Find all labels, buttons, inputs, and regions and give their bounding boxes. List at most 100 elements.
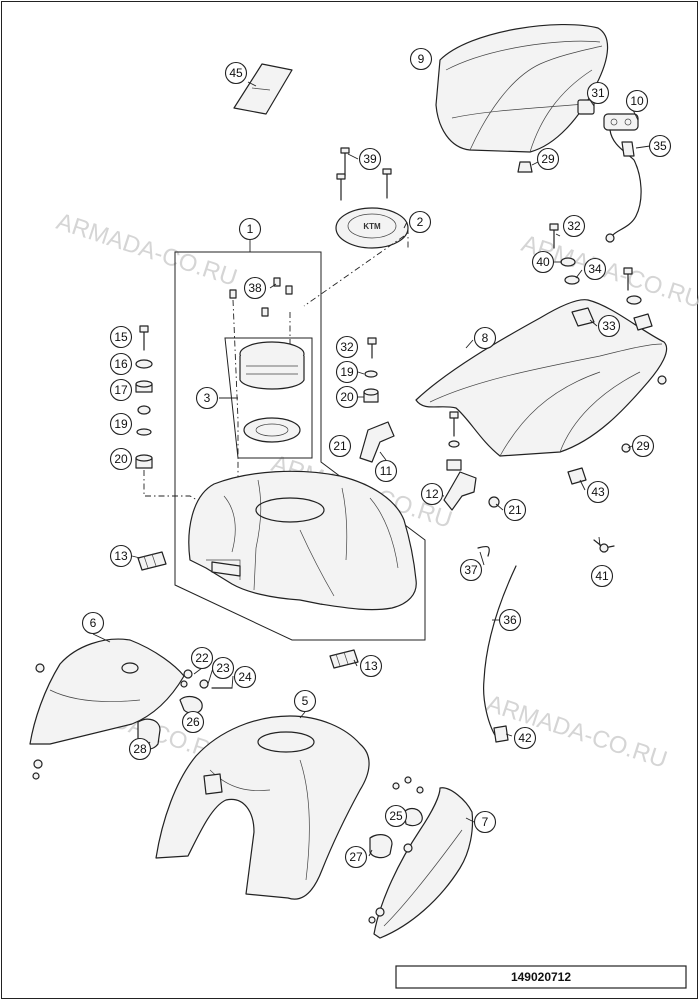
svg-text:31: 31 [591, 86, 605, 100]
callout-13: 13 [109, 544, 133, 568]
svg-text:21: 21 [333, 439, 347, 453]
svg-text:23: 23 [216, 661, 230, 675]
callout-13: 13 [359, 654, 383, 678]
callout-21: 21 [328, 434, 352, 458]
callout-19: 19 [335, 360, 359, 384]
svg-text:19: 19 [340, 365, 354, 379]
svg-text:2: 2 [417, 215, 424, 229]
svg-text:3: 3 [204, 391, 211, 405]
part-43 [567, 467, 587, 485]
callout-20: 20 [109, 447, 133, 471]
side-cover-part-6 [29, 638, 185, 780]
svg-text:20: 20 [114, 452, 128, 466]
bracket-part-12 [443, 411, 500, 511]
svg-text:1: 1 [247, 222, 254, 236]
svg-text:24: 24 [238, 670, 252, 684]
svg-text:43: 43 [591, 485, 605, 499]
callout-26: 26 [181, 710, 205, 734]
svg-text:13: 13 [364, 659, 378, 673]
svg-text:13: 13 [114, 549, 128, 563]
callout-25: 25 [384, 804, 408, 828]
tank-cover-part-5 [155, 715, 370, 900]
svg-text:36: 36 [503, 613, 517, 627]
svg-text:25: 25 [389, 809, 403, 823]
callout-21: 21 [503, 498, 527, 522]
svg-text:26: 26 [186, 715, 200, 729]
callout-17: 17 [109, 378, 133, 402]
callout-1: 1 [238, 217, 262, 241]
svg-text:7: 7 [482, 815, 489, 829]
fuel-cap-part-2: KTM [335, 207, 409, 249]
svg-text:27: 27 [349, 850, 363, 864]
side-cover-part-7 [368, 776, 474, 939]
callout-45: 45 [224, 61, 248, 85]
rubber-pad-part-13 [329, 649, 359, 669]
callout-5: 5 [293, 689, 317, 713]
callout-39: 39 [358, 147, 382, 171]
hardware-stack-right [363, 337, 379, 403]
callout-20: 20 [335, 385, 359, 409]
svg-text:42: 42 [518, 731, 532, 745]
hose-part-36 [477, 545, 517, 743]
part-41 [593, 539, 615, 553]
svg-text:20: 20 [340, 390, 354, 404]
svg-text:9: 9 [418, 52, 425, 66]
callout-32: 32 [335, 335, 359, 359]
callout-43: 43 [586, 480, 610, 504]
leader-lines [92, 81, 633, 857]
svg-text:39: 39 [363, 152, 377, 166]
callout-42: 42 [513, 726, 537, 750]
seat-lock-parts-10-31-35 [577, 99, 651, 243]
svg-text:5: 5 [302, 694, 309, 708]
svg-text:15: 15 [114, 330, 128, 344]
fuel-tank-part-1 [188, 470, 417, 611]
screws-part-39 [336, 147, 392, 201]
svg-text:19: 19 [114, 417, 128, 431]
locator-line [303, 235, 405, 307]
svg-text:11: 11 [380, 464, 393, 478]
callout-10: 10 [625, 89, 649, 113]
callout-24: 24 [233, 665, 257, 689]
svg-text:21: 21 [508, 503, 522, 517]
callout-31: 31 [586, 81, 610, 105]
svg-text:16: 16 [114, 357, 128, 371]
callout-11: 11 [374, 459, 398, 483]
callout-8: 8 [473, 326, 497, 350]
callout-22: 22 [190, 646, 214, 670]
tool-kit-part-45 [233, 63, 293, 115]
callout-23: 23 [211, 656, 235, 680]
rider-seat-part-8 [415, 299, 668, 457]
callout-15: 15 [109, 325, 133, 349]
callout-34: 34 [583, 257, 607, 281]
svg-text:38: 38 [248, 281, 262, 295]
svg-text:32: 32 [340, 340, 354, 354]
reference-box: 149020712 [395, 965, 687, 989]
callout-38: 38 [243, 276, 267, 300]
reference-number: 149020712 [511, 970, 571, 984]
callout-41: 41 [590, 564, 614, 588]
assembly-1-outline [174, 251, 426, 641]
callout-2: 2 [408, 210, 432, 234]
callout-9: 9 [409, 47, 433, 71]
callout-6: 6 [81, 611, 105, 635]
callout-36: 36 [498, 608, 522, 632]
svg-text:29: 29 [636, 439, 650, 453]
rubber-pad-part-13 [137, 551, 167, 571]
svg-text:22: 22 [195, 651, 209, 665]
callout-28: 28 [128, 737, 152, 761]
fuel-pump-part-3 [224, 337, 313, 459]
callout-32: 32 [562, 214, 586, 238]
svg-text:6: 6 [90, 616, 97, 630]
svg-text:35: 35 [653, 139, 667, 153]
svg-text:12: 12 [425, 487, 439, 501]
callout-7: 7 [473, 810, 497, 834]
callout-35: 35 [648, 134, 672, 158]
screws-part-38 [229, 277, 293, 317]
svg-text:17: 17 [114, 383, 128, 397]
callout-16: 16 [109, 352, 133, 376]
locator-line [232, 299, 239, 500]
svg-text:41: 41 [595, 569, 609, 583]
callout-29: 29 [631, 434, 655, 458]
callout-37: 37 [459, 558, 483, 582]
